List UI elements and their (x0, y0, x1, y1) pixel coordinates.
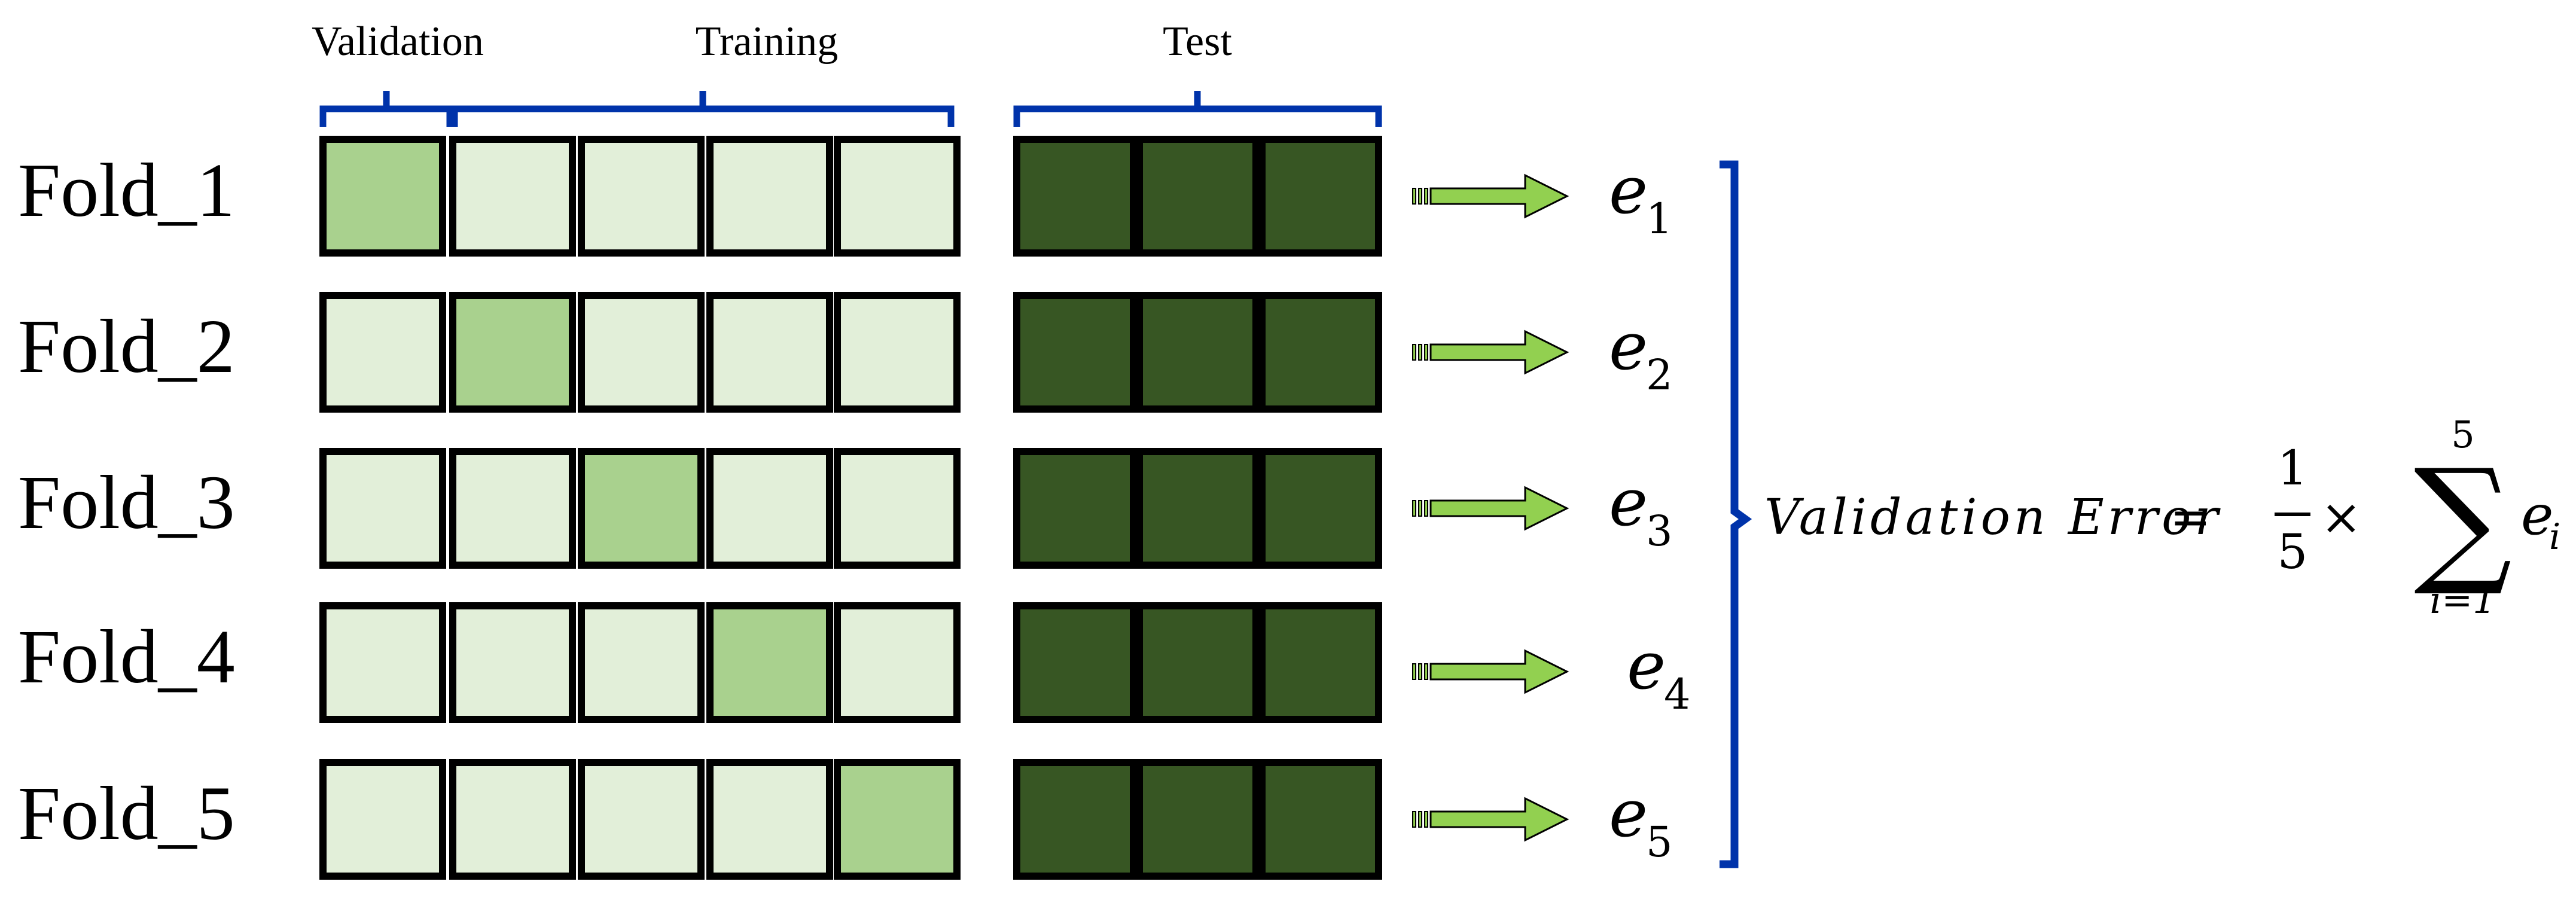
test-blocks (1013, 448, 1382, 569)
training-block (449, 759, 576, 880)
sigma-symbol: ∑ (2414, 440, 2512, 600)
test-block (1258, 136, 1382, 257)
training-block (319, 602, 446, 723)
error-subscript: 5 (1646, 818, 1673, 867)
header-training: Training (696, 19, 839, 65)
test-block (1013, 292, 1137, 413)
arrow-icon (1412, 486, 1569, 531)
training-block (319, 292, 446, 413)
error-subscript: 1 (1646, 194, 1673, 243)
validation-block (319, 136, 446, 257)
fold-row: Fold_2 e2 (18, 292, 1673, 413)
error-label: e (1627, 627, 1666, 704)
test-block (1258, 448, 1382, 569)
formula-term: e (2521, 483, 2553, 547)
test-blocks (1013, 292, 1382, 413)
error-label: e (1609, 464, 1648, 541)
training-brace (451, 91, 955, 127)
training-block (706, 292, 833, 413)
training-block (706, 759, 833, 880)
header-test: Test (1163, 19, 1232, 65)
arrow-icon (1412, 649, 1569, 694)
error-label: e (1609, 775, 1648, 852)
training-block (706, 136, 833, 257)
validation-brace (319, 91, 453, 127)
test-block (1258, 602, 1382, 723)
validation-error-formula: Validation Error = 1 5 × 5 ∑ i=1 e i (1764, 413, 2560, 622)
fold-row: Fold_5 e5 (18, 759, 1673, 880)
training-block (578, 292, 705, 413)
arrow-icon (1412, 173, 1569, 219)
fold-label: Fold_1 (18, 148, 235, 233)
test-brace (1013, 91, 1382, 127)
training-block (834, 292, 961, 413)
test-blocks (1013, 136, 1382, 257)
validation-block (449, 292, 576, 413)
fold-label: Fold_2 (18, 304, 235, 389)
error-label: e (1609, 308, 1648, 385)
training-block (578, 759, 705, 880)
train-val-blocks (319, 448, 961, 569)
training-block (834, 602, 961, 723)
error-subscript: 3 (1646, 507, 1673, 556)
train-val-blocks (319, 602, 961, 723)
errors-bracket (1720, 160, 1752, 868)
test-block (1136, 136, 1260, 257)
fold-row: Fold_4 e4 (18, 602, 1691, 723)
formula-denominator: 5 (2278, 524, 2308, 580)
formula-equals: = (2170, 489, 2211, 546)
arrow-icon (1412, 797, 1569, 842)
test-block (1013, 136, 1137, 257)
validation-block (834, 759, 961, 880)
training-block (578, 602, 705, 723)
fold-row: Fold_1 e1 (18, 136, 1673, 257)
test-block (1258, 759, 1382, 880)
training-block (834, 136, 961, 257)
fold-label: Fold_4 (18, 614, 235, 699)
formula-times: × (2321, 489, 2362, 546)
train-val-blocks (319, 759, 961, 880)
fold-label: Fold_3 (18, 460, 235, 545)
training-block (834, 448, 961, 569)
header-braces (319, 91, 1382, 127)
test-block (1136, 602, 1260, 723)
formula-lhs: Validation Error (1764, 489, 2222, 546)
error-subscript: 2 (1646, 350, 1673, 399)
fold-row: Fold_3 e3 (18, 448, 1673, 569)
training-block (449, 136, 576, 257)
train-val-blocks (319, 292, 961, 413)
test-block (1136, 292, 1260, 413)
training-block (449, 602, 576, 723)
error-subscript: 4 (1664, 670, 1691, 719)
fold-label: Fold_5 (18, 771, 235, 856)
test-block (1136, 448, 1260, 569)
error-label: e (1609, 152, 1648, 228)
test-block (1013, 759, 1137, 880)
validation-block (706, 602, 833, 723)
test-block (1136, 759, 1260, 880)
arrow-icon (1412, 330, 1569, 375)
training-block (706, 448, 833, 569)
train-val-blocks (319, 136, 961, 257)
test-block (1258, 292, 1382, 413)
validation-block (578, 448, 705, 569)
formula-numerator: 1 (2278, 440, 2308, 496)
training-block (449, 448, 576, 569)
test-block (1013, 602, 1137, 723)
formula-term-sub: i (2549, 516, 2560, 558)
training-block (319, 759, 446, 880)
test-block (1013, 448, 1137, 569)
training-block (319, 448, 446, 569)
test-blocks (1013, 602, 1382, 723)
training-block (578, 136, 705, 257)
header-validation: Validation (312, 19, 484, 65)
test-blocks (1013, 759, 1382, 880)
sigma-upper: 5 (2451, 413, 2474, 456)
sigma-lower: i=1 (2429, 578, 2496, 622)
